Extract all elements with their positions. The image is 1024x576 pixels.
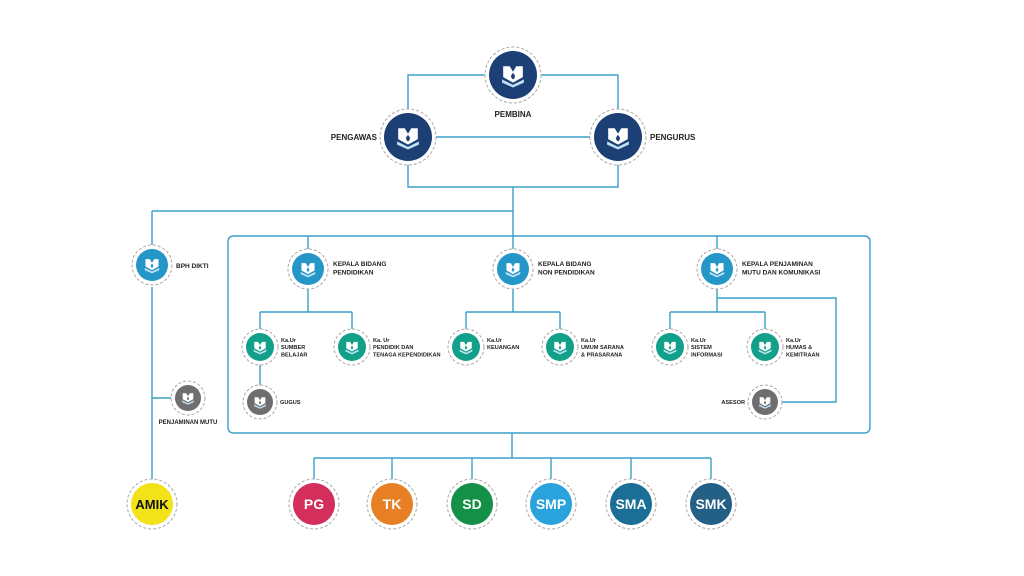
label-pengurus: PENGURUS xyxy=(650,133,696,142)
node-penjaminan-mutu: PENJAMINAN MUTU xyxy=(159,380,218,426)
label-pengawas: PENGAWAS xyxy=(331,133,378,142)
yayasan-logo-icon xyxy=(254,397,266,409)
unit-smp: SMP xyxy=(525,478,577,530)
connector-line xyxy=(407,162,619,188)
unit-label-smk: SMK xyxy=(695,496,726,512)
unit-label-smp: SMP xyxy=(536,496,566,512)
yayasan-logo-icon xyxy=(300,263,316,278)
connector-line xyxy=(717,297,837,403)
unit-label-pg: PG xyxy=(304,496,324,512)
node-pengurus: PENGURUS xyxy=(589,108,696,166)
yayasan-logo-icon xyxy=(553,341,567,355)
unit-sma: SMA xyxy=(605,478,657,530)
yayasan-logo-icon xyxy=(502,66,524,88)
yayasan-logo-icon xyxy=(182,393,194,405)
yayasan-logo-icon xyxy=(505,263,521,278)
unit-smk: SMK xyxy=(685,478,737,530)
label-asesor: ASESOR xyxy=(721,400,745,406)
yayasan-logo-icon xyxy=(709,263,725,278)
unit-amik: AMIK xyxy=(126,478,178,530)
yayasan-logo-icon xyxy=(758,341,772,355)
label-penjaminan-mutu: PENJAMINAN MUTU xyxy=(159,420,218,426)
label-gugus: GUGUS xyxy=(280,400,301,406)
unit-label-tk: TK xyxy=(383,496,402,512)
yayasan-logo-icon xyxy=(253,341,267,355)
unit-sd: SD xyxy=(446,478,498,530)
yayasan-logo-icon xyxy=(759,397,771,409)
yayasan-logo-icon xyxy=(663,341,677,355)
connector-lines xyxy=(151,74,871,518)
node-pengawas: PENGAWAS xyxy=(331,108,437,166)
org-nodes: PEMBINA PENGAWAS PENGURUS BPH DIKTI PENJAMIN… xyxy=(126,46,821,530)
yayasan-logo-icon xyxy=(607,128,629,150)
label-pembina: PEMBINA xyxy=(495,110,532,119)
unit-label-sma: SMA xyxy=(615,496,646,512)
yayasan-logo-icon xyxy=(397,128,419,150)
unit-pg: PG xyxy=(288,478,340,530)
node-pembina: PEMBINA xyxy=(484,46,542,119)
unit-label-amik: AMIK xyxy=(135,497,169,512)
unit-tk: TK xyxy=(366,478,418,530)
connector-line xyxy=(227,235,871,434)
yayasan-logo-icon xyxy=(345,341,359,355)
label-bph-dikti: BPH DIKTI xyxy=(176,263,209,270)
unit-label-sd: SD xyxy=(462,496,481,512)
node-asesor: ASESOR xyxy=(721,384,783,420)
node-bph-dikti: BPH DIKTI xyxy=(131,244,209,286)
node-gugus: GUGUS xyxy=(242,384,301,420)
yayasan-logo-icon xyxy=(144,259,160,274)
yayasan-logo-icon xyxy=(459,341,473,355)
